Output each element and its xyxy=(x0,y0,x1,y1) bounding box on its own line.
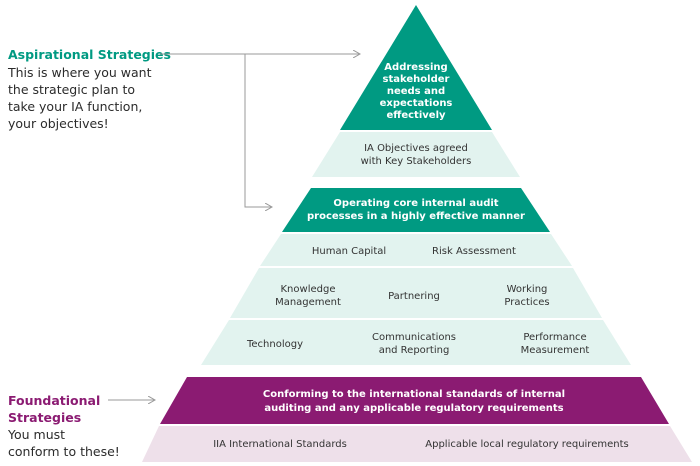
apex-line-5: effectively xyxy=(386,110,446,121)
apex-line-1: Addressing xyxy=(384,62,447,73)
objectives-layer xyxy=(312,132,520,177)
core-processes-layer xyxy=(282,188,550,232)
technology-label: Technology xyxy=(246,339,303,350)
conformance-layer xyxy=(160,377,669,424)
risk-assessment-label: Risk Assessment xyxy=(432,246,516,257)
objectives-line-2: with Key Stakeholders xyxy=(361,156,472,167)
core-line-2: processes in a highly effective manner xyxy=(307,211,525,222)
capabilities-row-2 xyxy=(230,268,602,318)
foundational-heading-line-2: Strategies xyxy=(8,410,82,425)
foundational-line-2: conform to these! xyxy=(8,444,120,459)
communications-line-1: Communications xyxy=(372,332,456,343)
aspirational-heading: Aspirational Strategies xyxy=(8,47,171,62)
aspirational-line-2: the strategic plan to xyxy=(8,82,136,97)
human-capital-label: Human Capital xyxy=(312,246,386,257)
objectives-line-1: IA Objectives agreed xyxy=(364,143,468,154)
apex-line-2: stakeholder xyxy=(383,74,450,85)
iia-standards-label: IIA International Standards xyxy=(213,439,347,450)
foundational-heading-line-1: Foundational xyxy=(8,393,101,408)
foundational-description: You must conform to these! xyxy=(8,426,120,460)
aspirational-description: This is where you want the strategic pla… xyxy=(8,64,152,132)
conform-line-1: Conforming to the international standard… xyxy=(263,389,565,400)
communications-line-2: and Reporting xyxy=(379,345,450,356)
core-line-1: Operating core internal audit xyxy=(333,198,498,209)
aspirational-line-1: This is where you want xyxy=(8,65,152,80)
knowledge-management-line-1: Knowledge xyxy=(281,284,336,295)
performance-measurement-line-2: Measurement xyxy=(521,345,590,356)
capabilities-row-3 xyxy=(201,320,631,365)
working-practices-line-2: Practices xyxy=(504,297,549,308)
aspirational-line-4: your objectives! xyxy=(8,116,109,131)
working-practices-line-1: Working xyxy=(507,284,548,295)
knowledge-management-line-2: Management xyxy=(275,297,341,308)
core-arrow xyxy=(244,54,272,207)
apex-line-3: needs and xyxy=(387,86,445,97)
partnering-label: Partnering xyxy=(388,291,440,302)
apex-layer xyxy=(340,5,492,130)
capabilities-row-1 xyxy=(260,234,572,266)
standards-base-layer xyxy=(142,426,692,462)
aspirational-line-3: take your IA function, xyxy=(8,99,143,114)
foundational-line-1: You must xyxy=(8,427,66,442)
apex-line-4: expectations xyxy=(380,98,453,109)
conform-line-2: auditing and any applicable regulatory r… xyxy=(264,403,563,414)
foundational-heading: Foundational Strategies xyxy=(8,392,100,426)
local-regulatory-label: Applicable local regulatory requirements xyxy=(425,439,628,450)
performance-measurement-line-1: Performance xyxy=(523,332,586,343)
